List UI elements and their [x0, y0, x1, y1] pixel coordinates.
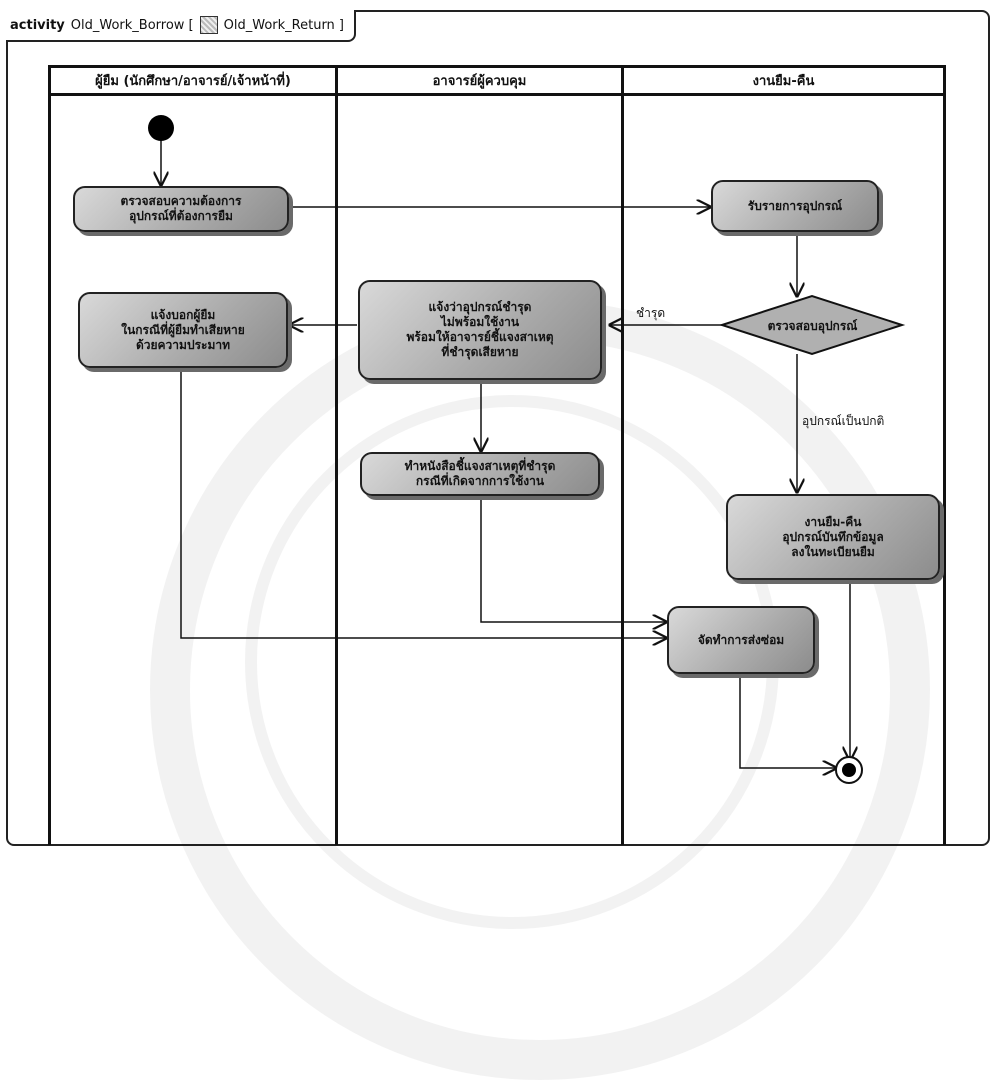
activity-keyword: activity [10, 17, 65, 33]
lane-supervisor: อาจารย์ผู้ควบคุม [338, 68, 624, 845]
action-notify-damage: แจ้งว่าอุปกรณ์ชำรุด ไม่พร้อมใช้งาน พร้อม… [358, 280, 602, 380]
edge-borrower-to-repair [180, 368, 666, 638]
activity-frame-tab: activity Old_Work_Borrow [ Old_Work_Retu… [6, 10, 356, 42]
action-notify-borrower: แจ้งบอกผู้ยืม ในกรณีที่ผู้ยืมทำเสียหาย ด… [78, 292, 288, 368]
decision-label: ตรวจสอบอุปกรณ์ [767, 319, 858, 333]
edge-label-damaged: ชำรุด [636, 306, 666, 320]
activity-name: Old_Work_Borrow [ [70, 17, 194, 33]
action-receive-list: รับรายการอุปกรณ์ [711, 180, 879, 232]
flow-edges [148, 115, 906, 784]
action-write-report: ทำหนังสือชี้แจงสาเหตุที่ชำรุด กรณีที่เกิ… [360, 452, 600, 496]
lane-header-supervisor: อาจารย์ผู้ควบคุม [338, 68, 621, 96]
decision-inspect [718, 294, 906, 356]
edge-report-to-repair [480, 495, 666, 622]
activity-reference: Old_Work_Return ] [223, 17, 344, 33]
swimlane-pool: ผู้ยืม (นักศึกษา/อาจารย์/เจ้าหน้าที่) อา… [48, 65, 946, 845]
action-check-request: ตรวจสอบความต้องการ อุปกรณ์ที่ต้องการยืม [73, 186, 289, 232]
edge-label-normal: อุปกรณ์เป็นปกติ [802, 414, 885, 428]
activity-frame [6, 10, 990, 846]
action-send-repair: จัดทำการส่งซ่อม [667, 606, 815, 674]
activity-diagram-icon [199, 16, 218, 34]
action-record-return: งานยืม-คืน อุปกรณ์บันทึกข้อมูล ลงในทะเบี… [726, 494, 940, 580]
lane-borrow-return: งานยืม-คืน [624, 68, 943, 845]
lane-header-borrow-return: งานยืม-คืน [624, 68, 943, 96]
initial-node [148, 115, 174, 141]
final-node-inner [842, 763, 856, 777]
lane-header-borrower: ผู้ยืม (นักศึกษา/อาจารย์/เจ้าหน้าที่) [51, 68, 335, 96]
lane-borrower: ผู้ยืม (นักศึกษา/อาจารย์/เจ้าหน้าที่) [51, 68, 338, 845]
edge-repair-to-final [739, 675, 836, 768]
